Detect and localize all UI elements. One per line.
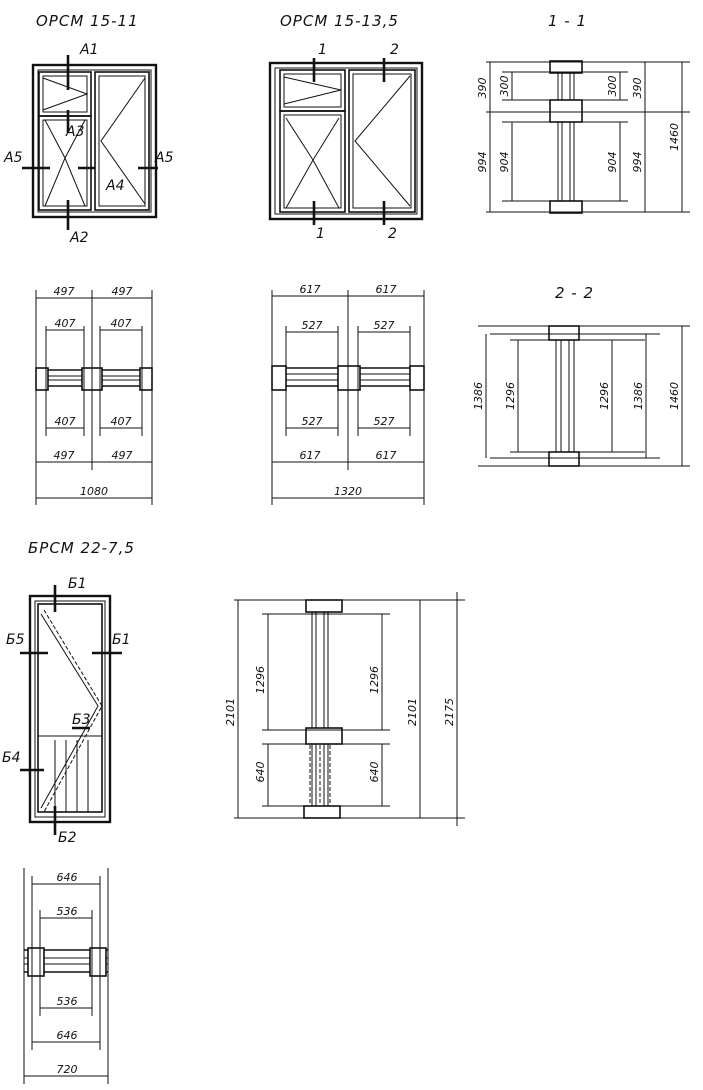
dim-15-13-5-bottom-glass-right: 527 <box>374 415 395 428</box>
dim-2-2-outer-left: 1386 <box>472 382 485 410</box>
mark-b1-top: Б1 <box>68 576 87 592</box>
dim-15-11-bottom-glass-right: 407 <box>111 415 132 428</box>
dim-door-height-left: 2101 <box>224 698 237 726</box>
mark-b3: Б3 <box>72 712 91 728</box>
dim-15-11-bottom-glass-left: 407 <box>55 415 76 428</box>
dim-1-1-top-inner-left: 300 <box>498 76 511 97</box>
dim-15-13-5-top-glass-left: 527 <box>302 319 323 332</box>
door-section-drawing <box>234 592 465 826</box>
dim-1-1-total: 1460 <box>668 123 681 151</box>
title-orsm-15-11: ОРСМ 15-11 <box>36 12 139 30</box>
dim-15-11-total: 1080 <box>80 485 108 498</box>
dim-1-1-bottom-inner-right: 904 <box>606 152 619 173</box>
dim-1-1-top-outer-left: 390 <box>476 78 489 99</box>
dim-1-1-bottom-outer-left: 994 <box>476 152 489 173</box>
door-brsm-22-7-5-elevation <box>28 594 112 824</box>
dim-1-1-top-outer-right: 390 <box>631 78 644 99</box>
mark-a5-right: А5 <box>154 150 174 166</box>
dim-2-2-total: 1460 <box>668 382 681 410</box>
dim-1-1-top-inner-right: 300 <box>606 76 619 97</box>
dim-15-13-5-bottom-glass-left: 527 <box>302 415 323 428</box>
mark-b1-right: Б1 <box>112 632 131 648</box>
title-section-1-1: 1 - 1 <box>548 12 587 30</box>
dim-15-13-5-top-leaf-right: 617 <box>376 283 397 296</box>
dim-door-plan-bottom-inner: 536 <box>57 995 78 1008</box>
mark-2-top: 2 <box>390 42 399 58</box>
title-brsm-22-7-5: БРСМ 22-7,5 <box>28 539 135 557</box>
dim-door-height-right: 2101 <box>406 698 419 726</box>
dim-15-13-5-top-leaf-left: 617 <box>300 283 321 296</box>
window-orsm-15-13-5-elevation <box>268 61 424 221</box>
dim-15-11-top-leaf-right: 497 <box>112 285 133 298</box>
mark-1-top: 1 <box>318 42 327 58</box>
dim-door-total: 2175 <box>443 698 456 726</box>
dim-door-lower-left: 640 <box>254 762 267 783</box>
title-section-2-2: 2 - 2 <box>555 284 594 302</box>
mark-b2: Б2 <box>58 830 77 846</box>
window-orsm-15-11-elevation <box>31 63 158 219</box>
window-orsm-15-13-5-plan <box>271 290 425 505</box>
section-marks-brsm <box>20 585 122 835</box>
dim-15-13-5-top-glass-right: 527 <box>374 319 395 332</box>
title-orsm-15-13-5: ОРСМ 15-13,5 <box>280 12 399 30</box>
dim-1-1-bottom-outer-right: 994 <box>631 152 644 173</box>
dim-15-11-top-glass-left: 407 <box>55 317 76 330</box>
dim-1-1-bottom-inner-left: 904 <box>498 152 511 173</box>
mark-a3: А3 <box>65 124 84 140</box>
dim-15-13-5-total: 1320 <box>334 485 362 498</box>
dim-door-plan-top-outer: 646 <box>57 871 78 884</box>
mark-a2: А2 <box>69 230 89 246</box>
dim-15-11-top-leaf-left: 497 <box>54 285 75 298</box>
dim-door-plan-total: 720 <box>57 1063 78 1076</box>
dim-2-2-outer-right: 1386 <box>632 382 645 410</box>
dim-15-11-bottom-leaf-left: 497 <box>54 449 75 462</box>
mark-a1: А1 <box>79 42 98 58</box>
section-2-2-drawing <box>478 325 690 467</box>
dim-2-2-inner-right: 1296 <box>598 382 611 410</box>
mark-a5-left: А5 <box>3 150 23 166</box>
dim-15-11-bottom-leaf-right: 497 <box>112 449 133 462</box>
mark-b4: Б4 <box>2 750 21 766</box>
dim-door-lower-right: 640 <box>368 762 381 783</box>
dim-door-plan-top-inner: 536 <box>57 905 78 918</box>
mark-2-bottom: 2 <box>388 226 397 242</box>
dim-15-11-top-glass-right: 407 <box>111 317 132 330</box>
dim-door-upper-left: 1296 <box>254 666 267 694</box>
dim-door-upper-right: 1296 <box>368 666 381 694</box>
section-1-1-drawing <box>486 60 690 214</box>
window-orsm-15-11-plan <box>35 290 153 505</box>
dim-2-2-inner-left: 1296 <box>504 382 517 410</box>
section-marks-orsm-15-13-5 <box>312 58 386 225</box>
dim-15-13-5-bottom-leaf-left: 617 <box>300 449 321 462</box>
section-marks-orsm-15-11 <box>22 55 158 230</box>
dim-door-plan-bottom-outer: 646 <box>57 1029 78 1042</box>
dim-15-13-5-bottom-leaf-right: 617 <box>376 449 397 462</box>
mark-b5: Б5 <box>6 632 25 648</box>
door-plan-drawing <box>23 868 109 1084</box>
mark-a4: А4 <box>105 178 124 194</box>
mark-1-bottom: 1 <box>316 226 325 242</box>
